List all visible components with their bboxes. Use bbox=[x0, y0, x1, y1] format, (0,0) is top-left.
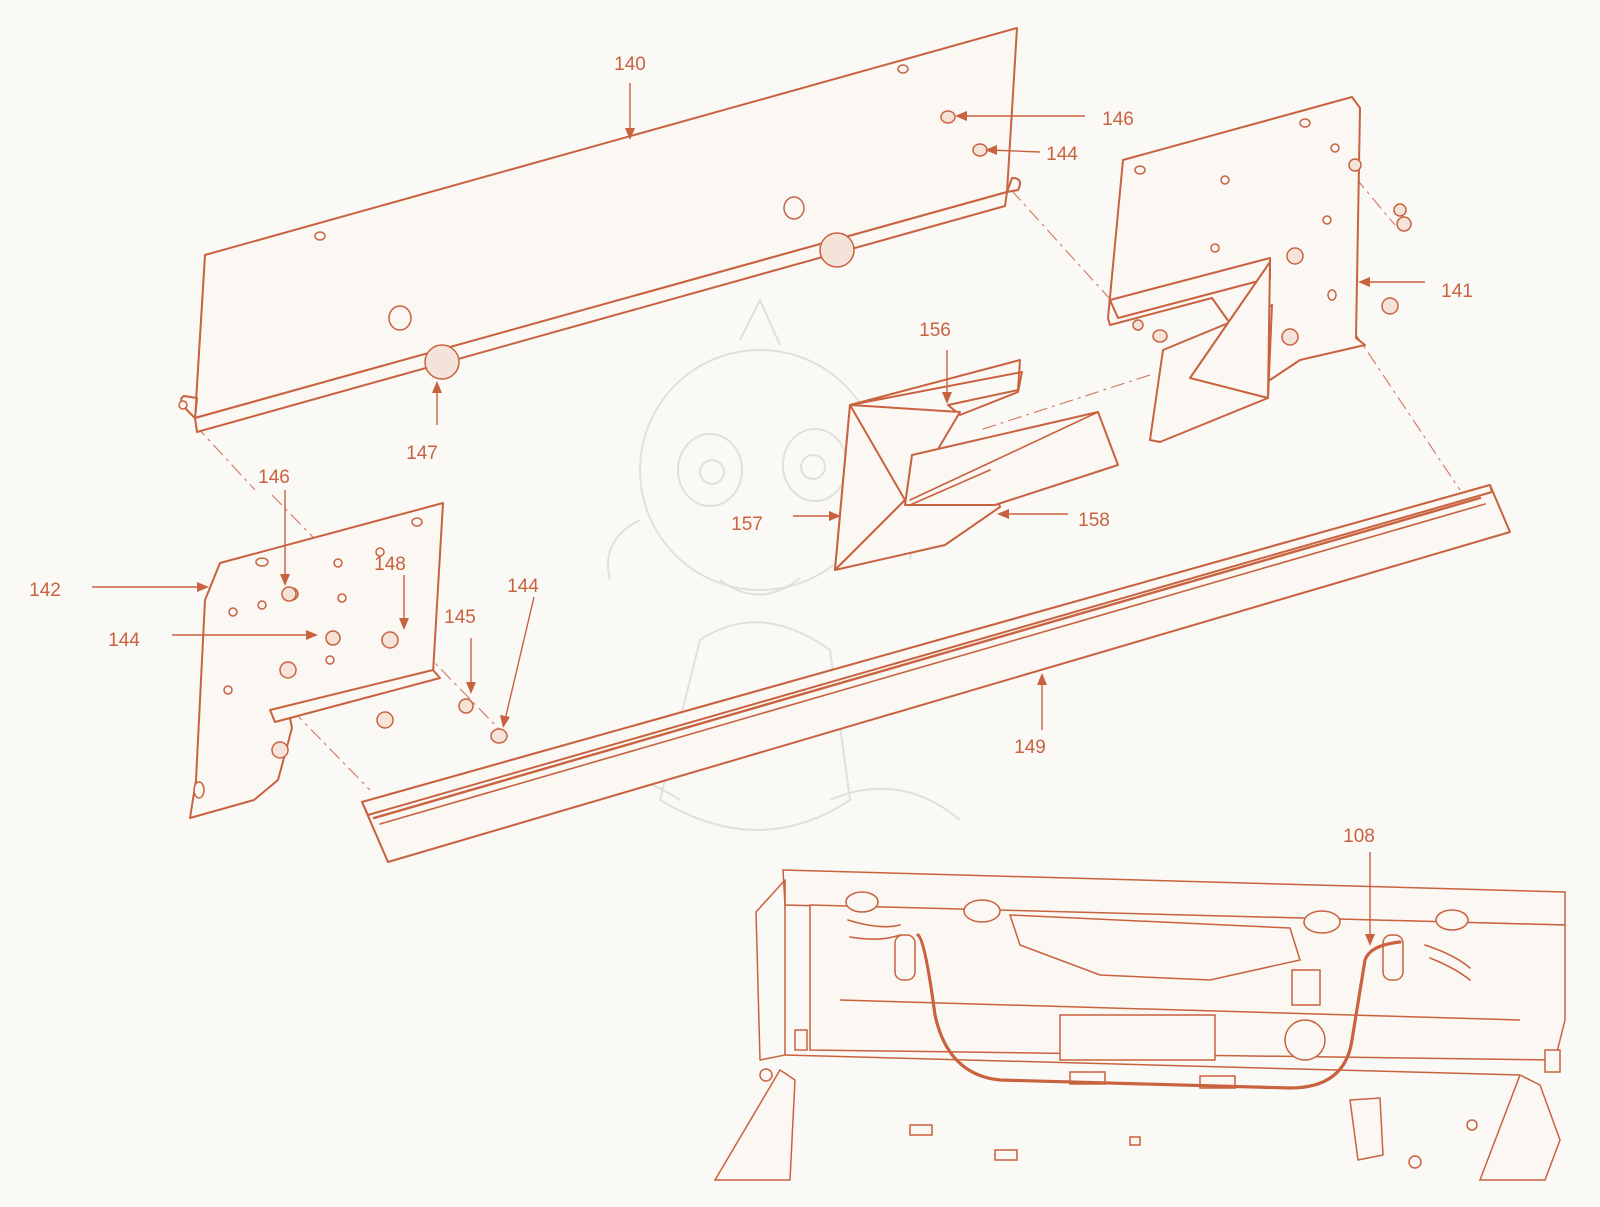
callout-leaders bbox=[92, 83, 1425, 946]
callout-147: 147 bbox=[406, 443, 438, 464]
part-142-left-bracket bbox=[189, 502, 444, 819]
part-141-right-panel bbox=[1107, 96, 1399, 443]
callout-141: 141 bbox=[1441, 281, 1473, 302]
callout-142: 142 bbox=[29, 580, 61, 601]
callout-156: 156 bbox=[919, 320, 951, 341]
callout-158: 158 bbox=[1078, 510, 1110, 531]
callout-157: 157 bbox=[731, 514, 763, 535]
part-140-top-panel bbox=[178, 27, 1021, 433]
callout-146-lower: 146 bbox=[258, 467, 290, 488]
loose-fasteners bbox=[281, 110, 1412, 744]
chassis-assembly bbox=[713, 869, 1566, 1181]
callout-108: 108 bbox=[1343, 826, 1375, 847]
part-156-157-158-duct bbox=[834, 359, 1119, 571]
callout-144-left: 144 bbox=[108, 630, 140, 651]
callout-149: 149 bbox=[1014, 737, 1046, 758]
callout-146-upper: 146 bbox=[1102, 109, 1134, 130]
callout-140: 140 bbox=[614, 54, 646, 75]
callout-148: 148 bbox=[374, 554, 406, 575]
callout-145: 145 bbox=[444, 607, 476, 628]
part-149-bottom-rail bbox=[361, 484, 1511, 863]
callout-labels: 140 146 144 141 147 156 157 158 146 148 … bbox=[29, 54, 1473, 847]
callout-144-upper: 144 bbox=[1046, 144, 1078, 165]
callout-144-right: 144 bbox=[507, 576, 539, 597]
